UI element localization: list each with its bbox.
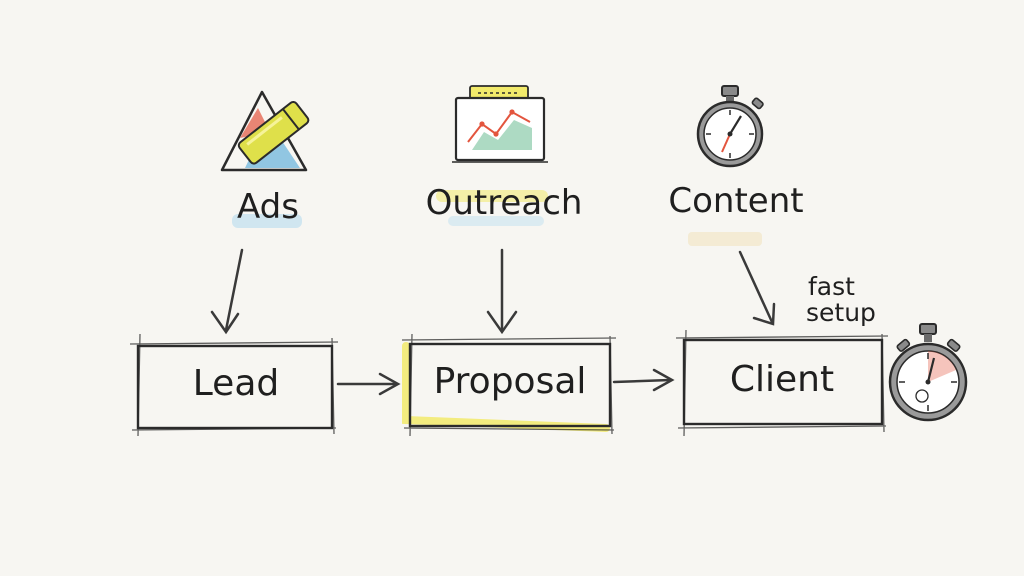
source-label-outreach: Outreach — [425, 183, 583, 223]
proposal-box — [401, 333, 617, 437]
content-highlight — [688, 232, 762, 246]
lead-box — [129, 333, 339, 437]
arrow-ads-to-lead — [210, 248, 244, 335]
arrow-outreach-to-proposal — [486, 248, 518, 335]
fast-setup-note: fast setup — [806, 272, 876, 328]
pencil-triangle-icon — [220, 90, 310, 172]
arrow-content-to-client — [738, 250, 776, 326]
outreach-highlight-2 — [448, 216, 544, 226]
source-label-content: Content — [668, 181, 804, 221]
source-label-ads: Ads — [237, 187, 299, 227]
note-line-1: fast — [808, 272, 855, 301]
stage-label-proposal: Proposal — [433, 361, 587, 402]
stage-label-client: Client — [729, 359, 835, 400]
client-box — [675, 329, 889, 437]
arrow-lead-to-proposal — [336, 372, 401, 396]
stage-label-lead: Lead — [192, 363, 280, 404]
chart-board-icon — [452, 85, 548, 163]
note-line-2: setup — [806, 298, 876, 328]
stopwatch-icon — [696, 85, 764, 168]
stopwatch-icon — [888, 323, 968, 422]
outreach-highlight — [436, 190, 548, 202]
arrow-proposal-to-client — [612, 368, 675, 392]
ads-highlight — [232, 214, 302, 228]
